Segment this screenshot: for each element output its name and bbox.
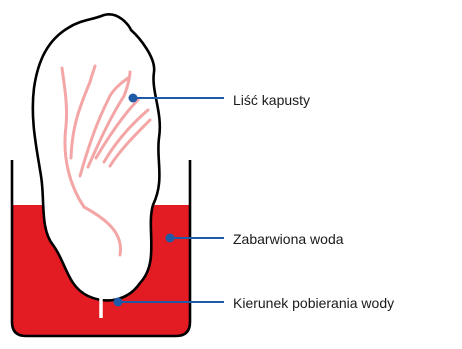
label-cabbage-leaf: Liść kapusty <box>233 92 310 108</box>
label-uptake-direction: Kierunek pobierania wody <box>233 295 394 311</box>
label-colored-water: Zabarwiona woda <box>233 231 344 247</box>
